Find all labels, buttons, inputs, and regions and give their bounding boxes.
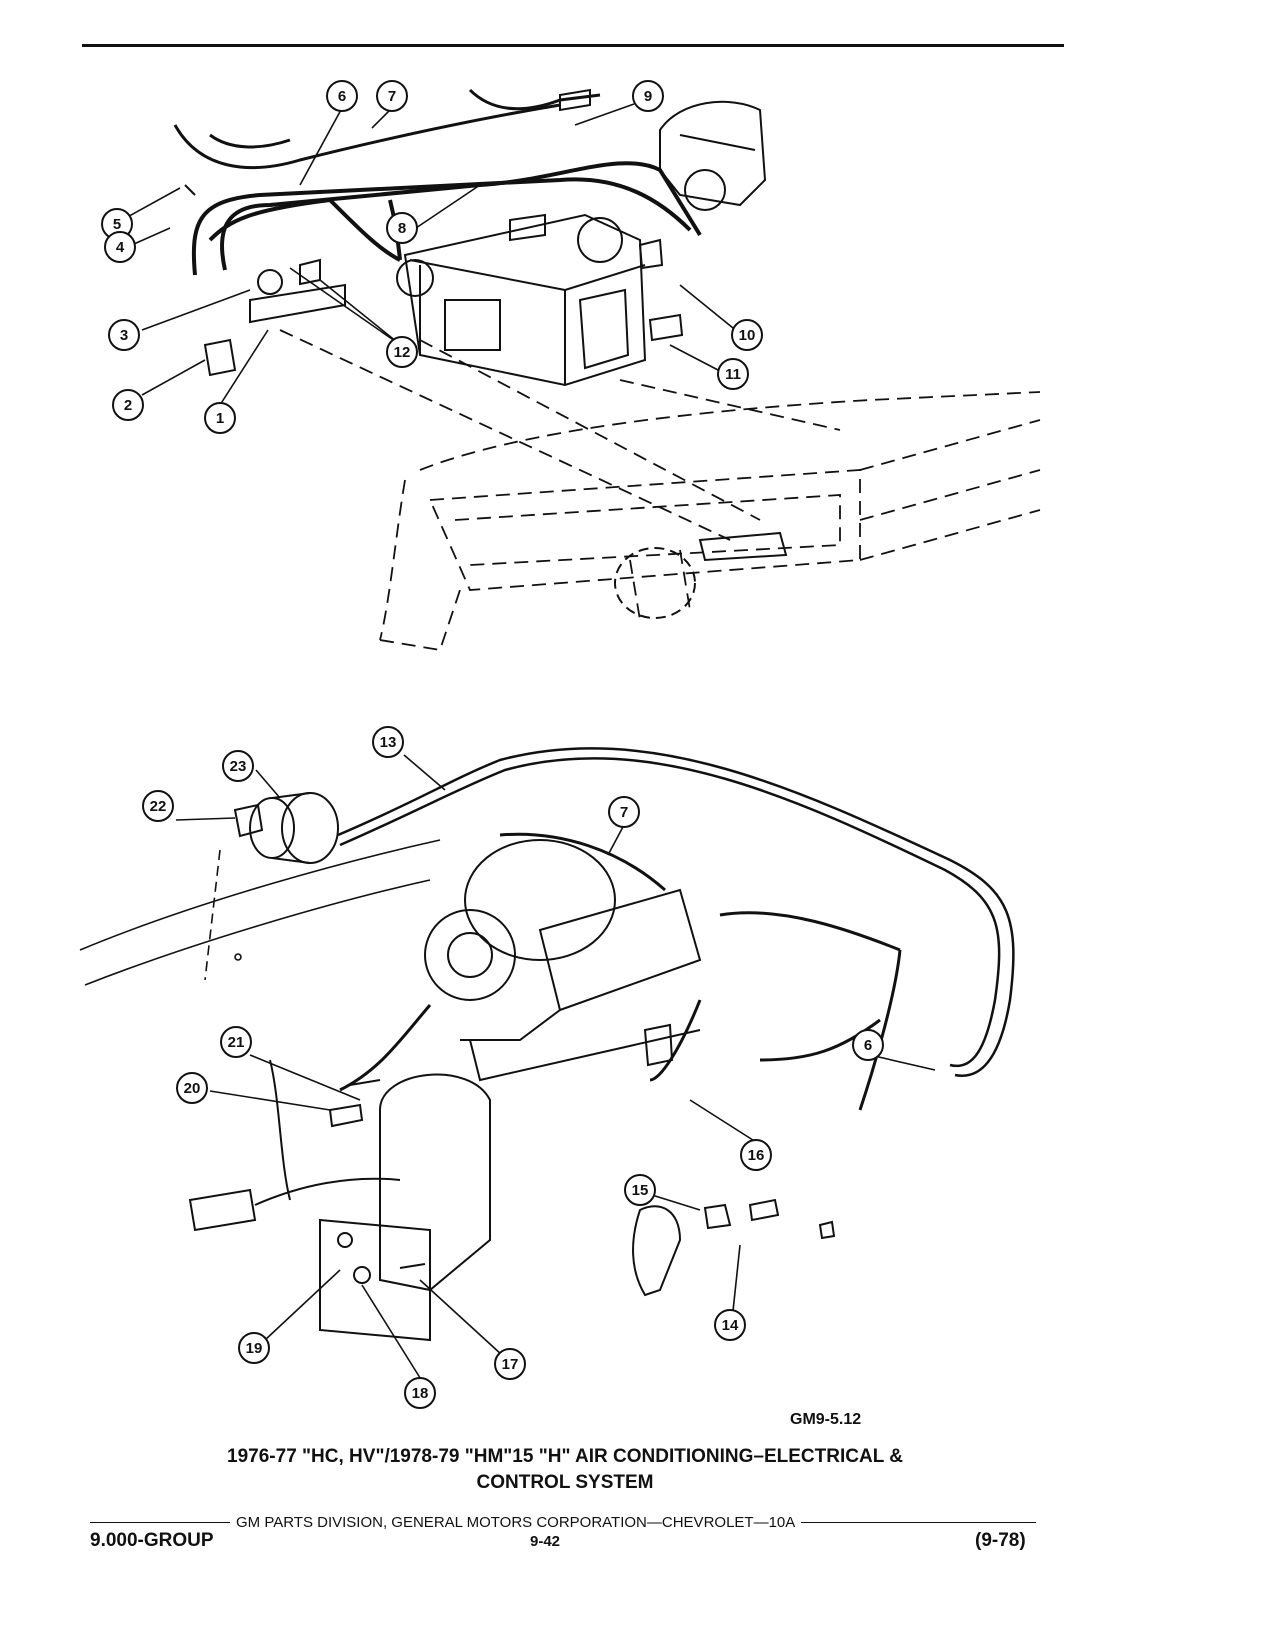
callout-17: 17 [494, 1348, 526, 1380]
dash-outline-bottom [79, 839, 441, 986]
callout-19: 19 [238, 1332, 270, 1364]
callout-4: 4 [104, 231, 136, 263]
footer-rule-right [801, 1522, 1036, 1523]
callout-20-label: 20 [184, 1080, 201, 1097]
callout-10: 10 [731, 319, 763, 351]
blower-housing [659, 100, 767, 211]
callout-21: 21 [220, 1026, 252, 1058]
callout-7b-label: 7 [620, 804, 628, 821]
callout-23: 23 [222, 750, 254, 782]
evaporator-case [396, 213, 647, 387]
footer-publisher: GM PARTS DIVISION, GENERAL MOTORS CORPOR… [236, 1514, 796, 1531]
caption-line-1: 1976-77 "HC, HV"/1978-79 "HM"15 "H" AIR … [227, 1446, 903, 1467]
vacuum-hose-top [191, 161, 702, 276]
callout-16-label: 16 [748, 1147, 765, 1164]
callout-1-label: 1 [216, 410, 224, 427]
leader-lines-bottom [175, 754, 936, 1382]
callout-3-label: 3 [120, 327, 128, 344]
callout-9: 9 [632, 80, 664, 112]
callout-5-label: 5 [113, 216, 121, 233]
leader-lines-top [121, 103, 734, 406]
footer-publisher-line: GM PARTS DIVISION, GENERAL MOTORS CORPOR… [90, 1514, 1036, 1531]
callout-3: 3 [108, 319, 140, 351]
callout-13: 13 [372, 726, 404, 758]
dash-panel-outline [279, 329, 1041, 652]
callout-15-label: 15 [632, 1182, 649, 1199]
callout-11-label: 11 [725, 366, 741, 383]
floor-console [319, 1073, 491, 1342]
callout-5: 5 [101, 208, 133, 240]
wiring-harness-top [173, 88, 601, 170]
callout-7: 7 [376, 80, 408, 112]
figure-code: GM9-5.12 [790, 1411, 862, 1428]
callout-8: 8 [386, 212, 418, 244]
callout-18-label: 18 [412, 1385, 429, 1402]
top-rule [82, 44, 1064, 47]
callout-18: 18 [404, 1377, 436, 1409]
gauge-assembly [233, 792, 339, 864]
callout-22-label: 22 [150, 798, 167, 815]
callout-23-label: 23 [230, 758, 247, 775]
blower-motor [424, 839, 702, 1082]
callout-6b-label: 6 [864, 1037, 872, 1054]
callout-17-label: 17 [502, 1356, 519, 1373]
callout-16: 16 [740, 1139, 772, 1171]
callout-6-label: 6 [338, 88, 346, 105]
callout-11: 11 [717, 358, 749, 390]
callout-14: 14 [714, 1309, 746, 1341]
callouts-top: 6 7 9 5 8 4 3 12 10 11 2 1 [101, 80, 763, 434]
footer-group: 9.000-GROUP [90, 1530, 214, 1551]
callout-2-label: 2 [124, 397, 132, 414]
callout-7b: 7 [608, 796, 640, 828]
callouts-bottom: 13 23 22 7 21 20 6 16 15 14 19 17 18 [142, 726, 884, 1409]
callout-1: 1 [204, 402, 236, 434]
callout-20: 20 [176, 1072, 208, 1104]
heater-hose [188, 1059, 401, 1232]
callout-8-label: 8 [398, 220, 406, 237]
control-assembly [184, 88, 684, 377]
footer-page-number: 9-42 [530, 1533, 561, 1550]
control-cable [337, 747, 1015, 1077]
footer-rule-left [90, 1522, 230, 1523]
callout-14-label: 14 [722, 1317, 739, 1334]
callout-12-label: 12 [394, 344, 411, 361]
callout-10-label: 10 [739, 327, 756, 344]
callout-19-label: 19 [246, 1340, 263, 1357]
wiring-harness-bottom [339, 832, 902, 1111]
dash-vent [614, 531, 788, 619]
callout-6b: 6 [852, 1029, 884, 1061]
callout-6: 6 [326, 80, 358, 112]
figure-caption: 1976-77 "HC, HV"/1978-79 "HM"15 "H" AIR … [0, 1444, 1130, 1496]
footer-date: (9-78) [975, 1530, 1026, 1551]
caption-line-2: CONTROL SYSTEM [476, 1472, 654, 1493]
callout-7-label: 7 [388, 88, 396, 105]
callout-22: 22 [142, 790, 174, 822]
callout-9-label: 9 [644, 88, 652, 105]
callout-15: 15 [624, 1174, 656, 1206]
callout-13-label: 13 [380, 734, 397, 751]
switch-parts [328, 1023, 836, 1297]
callout-2: 2 [112, 389, 144, 421]
callout-4-label: 4 [116, 239, 125, 256]
callout-12: 12 [386, 336, 418, 368]
callout-21-label: 21 [228, 1034, 245, 1051]
